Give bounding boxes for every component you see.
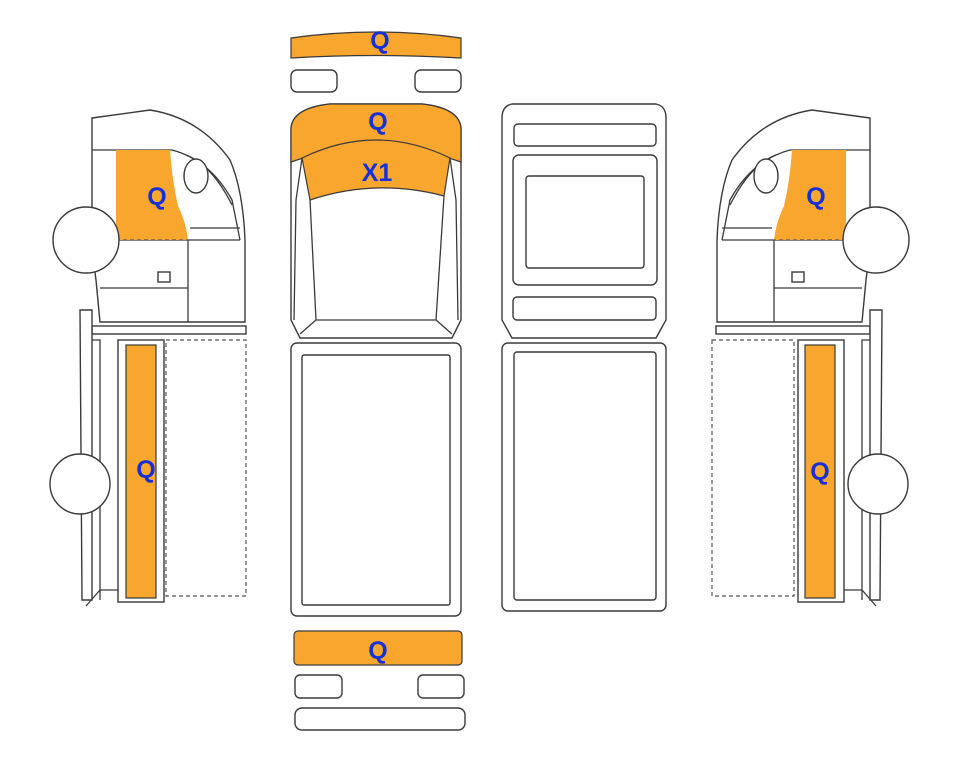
right-rear-wheel	[847, 453, 909, 515]
label-right-side-panel: Q	[810, 458, 829, 486]
label-front-bumper: Q	[370, 27, 389, 55]
left-door-panel	[116, 150, 188, 240]
label-windshield-top: Q	[368, 108, 387, 136]
label-rear-bumper: Q	[368, 637, 387, 665]
right-front-wheel	[842, 206, 910, 274]
rear-light-left	[294, 674, 343, 699]
front-light-right	[414, 69, 462, 93]
label-left-door: Q	[147, 183, 166, 211]
rear-bumper	[293, 630, 463, 666]
label-left-side-panel: Q	[136, 456, 155, 484]
right-side-panel	[804, 344, 836, 599]
right-side-view: Q Q	[711, 109, 910, 607]
front-bumper	[290, 31, 462, 59]
right-cargo-outline	[711, 339, 795, 597]
windshield-panel	[301, 139, 451, 201]
left-cargo-outline	[165, 339, 247, 597]
top-view: Q Q X1 Q	[290, 27, 466, 731]
rear-step	[294, 707, 466, 731]
front-light-left	[290, 69, 338, 93]
left-side-panel	[125, 344, 157, 599]
label-windshield: X1	[362, 159, 393, 187]
right-door-panel	[774, 150, 846, 240]
left-side-view: Q Q	[49, 109, 247, 607]
rear-light-right	[417, 674, 465, 699]
roof-view	[501, 103, 667, 612]
left-rear-wheel	[49, 453, 111, 515]
label-right-door: Q	[806, 183, 825, 211]
left-front-wheel	[52, 206, 120, 274]
